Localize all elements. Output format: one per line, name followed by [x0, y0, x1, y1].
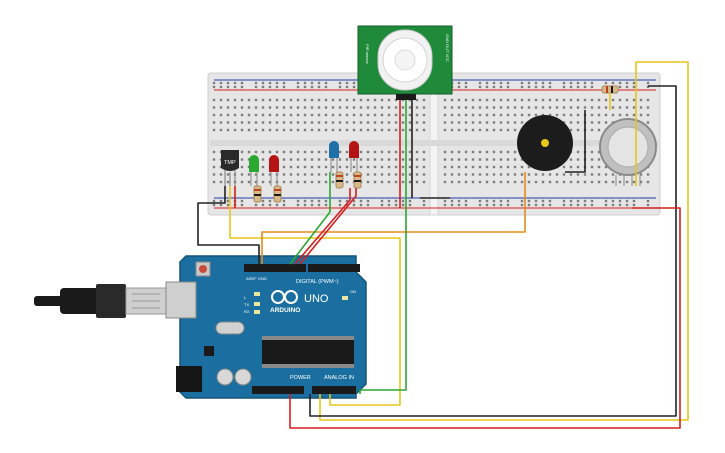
led-green	[249, 155, 259, 186]
temp-sensor-label: TMP	[224, 160, 236, 166]
aref-label: AREF	[246, 276, 257, 281]
resistor-2	[273, 185, 282, 203]
arduino-logo-text: ARDUINO	[270, 307, 300, 314]
analog-pins-label: ANALOG IN	[324, 375, 354, 381]
led-blue	[329, 141, 339, 172]
arduino-logo	[271, 290, 298, 304]
pir-label: PIR sensor	[365, 44, 370, 64]
wire-red-led-1	[294, 188, 351, 265]
resistor-1	[253, 185, 262, 203]
resistor-4	[353, 171, 362, 189]
pir-pin-label: GND OUT VCC	[445, 34, 450, 62]
usb-cable	[34, 284, 167, 318]
led-rx-label: RX	[244, 309, 250, 314]
resistor-5	[601, 85, 619, 94]
arduino-uno-board: ARDUINO UNO DIGITAL (PWM~) POWER ANALOG …	[34, 255, 367, 399]
wire-yellow-temp	[229, 186, 401, 406]
gnd-label: GND	[258, 276, 267, 281]
wire-red-gas	[289, 207, 681, 429]
led-tx-label: TX	[244, 302, 249, 307]
wire-black-gas	[309, 85, 677, 417]
wire-black-buzzer	[565, 110, 586, 173]
led-on-label: ON	[350, 289, 356, 294]
wire-red-led-2	[299, 188, 357, 265]
resistor-3	[335, 171, 344, 189]
gas-sensor	[599, 118, 657, 186]
led-red-1	[269, 155, 279, 186]
led-red-2	[349, 141, 359, 172]
led-l-label: L	[244, 295, 247, 300]
wires	[197, 61, 689, 429]
digital-pins-label: DIGITAL (PWM~)	[296, 279, 339, 285]
wire-orange-buzzer	[261, 172, 526, 264]
piezo-buzzer	[517, 115, 573, 171]
pir-motion-sensor: PIR sensor GND OUT VCC	[357, 25, 453, 100]
wire-green-pir	[359, 100, 407, 394]
temperature-sensor: TMP	[221, 150, 239, 186]
wire-black-temp-gnd	[197, 186, 260, 264]
wire-green-led	[289, 172, 331, 265]
power-pins-label: POWER	[290, 375, 311, 381]
arduino-model-text: UNO	[304, 293, 329, 305]
